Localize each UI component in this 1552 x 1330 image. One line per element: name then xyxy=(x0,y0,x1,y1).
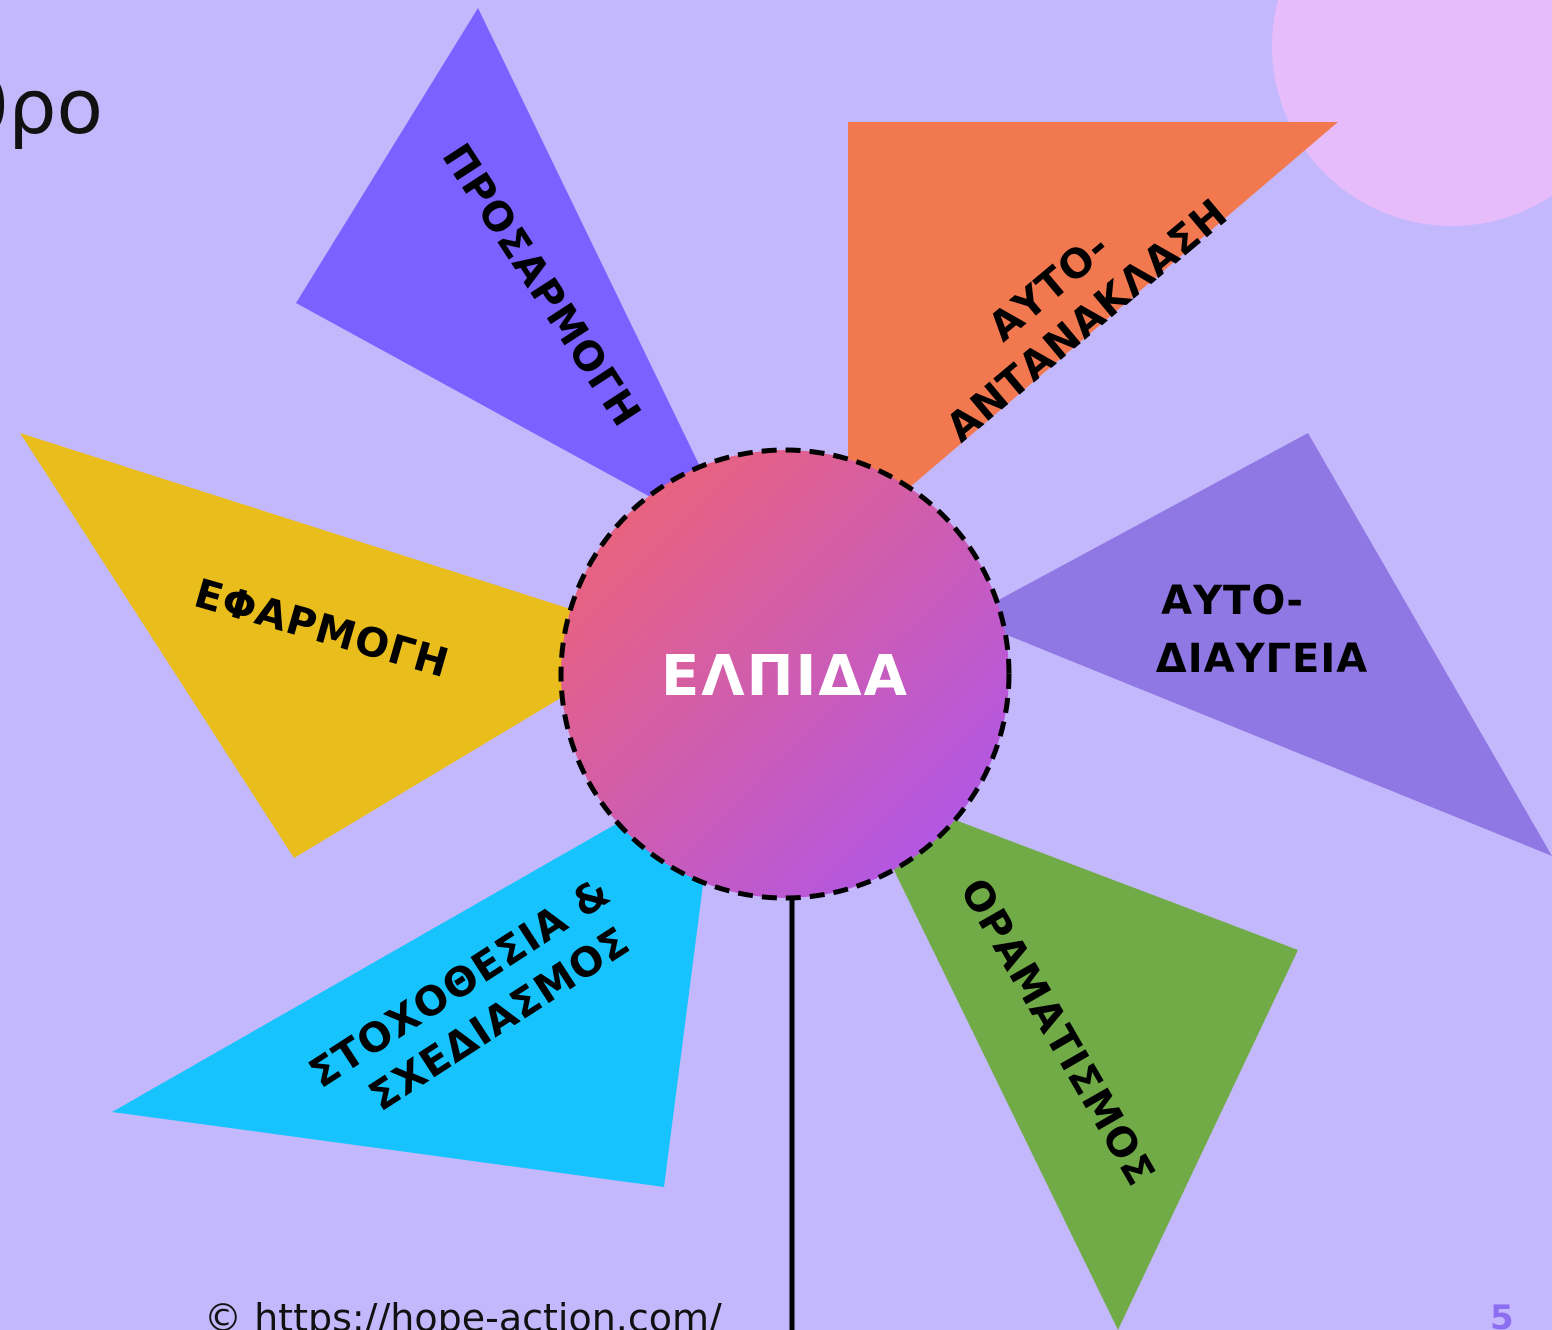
petal-auto-diaygeia-line-2: ΔΙΑΥΓΕΙΑ xyxy=(1156,636,1368,682)
petal-oramatismos-shape xyxy=(850,780,1298,1330)
petal-auto-diaygeia-shape xyxy=(965,433,1552,856)
petal-prosarmogi: ΠΡΟΣΑΡΜΟΓΗ xyxy=(296,8,738,545)
decorative-circle xyxy=(1272,0,1552,226)
petal-efarmogi-shape xyxy=(20,433,580,858)
center-circle xyxy=(558,447,1012,901)
footer-source-link[interactable]: © https://hope-action.com/ xyxy=(204,1296,722,1330)
petal-prosarmogi-shape xyxy=(296,8,738,545)
petal-oramatismos: ΟΡΑΜΑΤΙΣΜΟΣ xyxy=(850,780,1298,1330)
petal-auto-diaygeia-line-1: ΑΥΤΟ- xyxy=(1161,578,1304,624)
petal-auto-antanaklasi-shape xyxy=(848,122,1338,540)
petal-stoxothesia: ΣΤΟΧΟΘΕΣΙΑ & ΣΧΕΔΙΑΣΜΟΣ xyxy=(112,800,712,1187)
petal-auto-diaygeia-label: ΑΥΤΟ- ΔΙΑΥΓΕΙΑ xyxy=(1156,578,1368,682)
page-number: 5 xyxy=(1490,1298,1514,1330)
slide-title: ιθρο xyxy=(0,62,103,151)
petal-stoxothesia-shape xyxy=(112,800,712,1187)
petal-efarmogi: ΕΦΑΡΜΟΓΗ xyxy=(20,433,580,858)
petal-auto-diaygeia: ΑΥΤΟ- ΔΙΑΥΓΕΙΑ xyxy=(965,433,1552,856)
center-label: ΕΛΠΙΔΑ xyxy=(661,644,909,709)
